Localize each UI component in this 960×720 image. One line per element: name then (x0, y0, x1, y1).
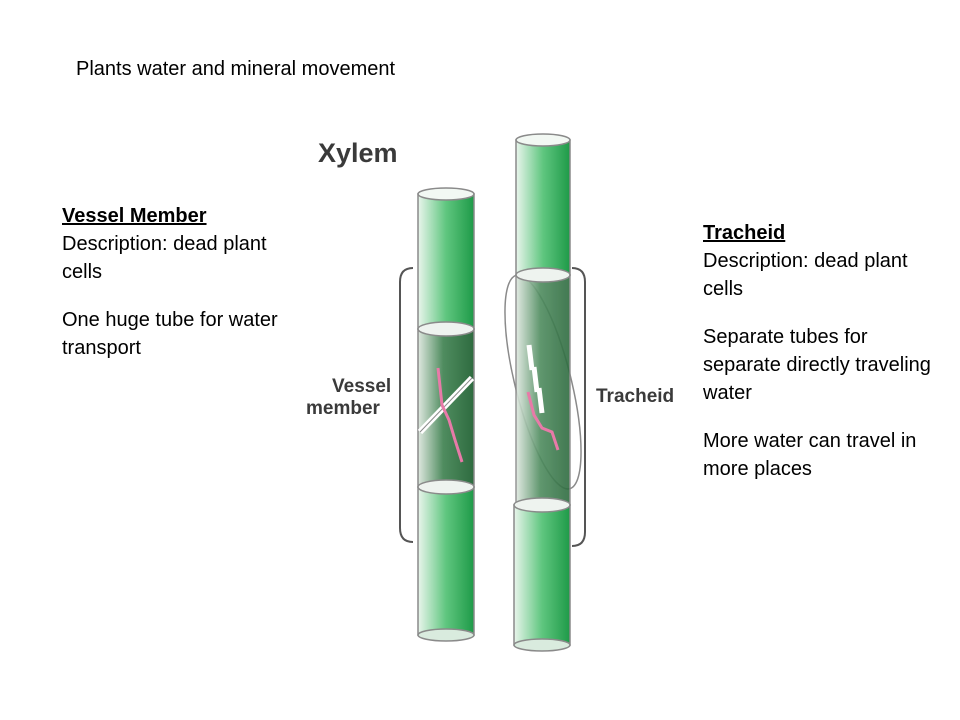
vessel-member-heading: Vessel Member (62, 205, 207, 227)
xylem-label: Xylem (318, 138, 398, 168)
tracheid-heading: Tracheid (703, 222, 786, 244)
tracheid-tube (504, 133, 582, 652)
vessel-member-tube (417, 187, 475, 642)
slide-title: Plants water and mineral movement (76, 58, 396, 80)
vessel-member-label-line2: member (306, 398, 381, 419)
vessel-member-label-line1: Vessel (332, 376, 391, 397)
vessel-member-text: Vessel Member Description: dead plant ce… (62, 202, 282, 362)
tracheid-note-2: More water can travel in more places (703, 430, 917, 480)
tracheid-bracket (571, 267, 586, 547)
vessel-member-bracket (399, 267, 414, 543)
tracheid-note-1: Separate tubes for separate directly tra… (703, 326, 931, 404)
tracheid-description: Description: dead plant cells (703, 250, 908, 300)
vessel-member-description: Description: dead plant cells (62, 233, 267, 283)
tracheid-label: Tracheid (596, 386, 674, 407)
xylem-diagram: Xylem Vessel member Tracheid (306, 133, 674, 652)
tracheid-pit-line (526, 391, 560, 451)
vessel-pit-line (436, 367, 464, 463)
tracheid-text: Tracheid Description: dead plant cells S… (703, 219, 943, 483)
vessel-member-note: One huge tube for water transport (62, 309, 278, 359)
